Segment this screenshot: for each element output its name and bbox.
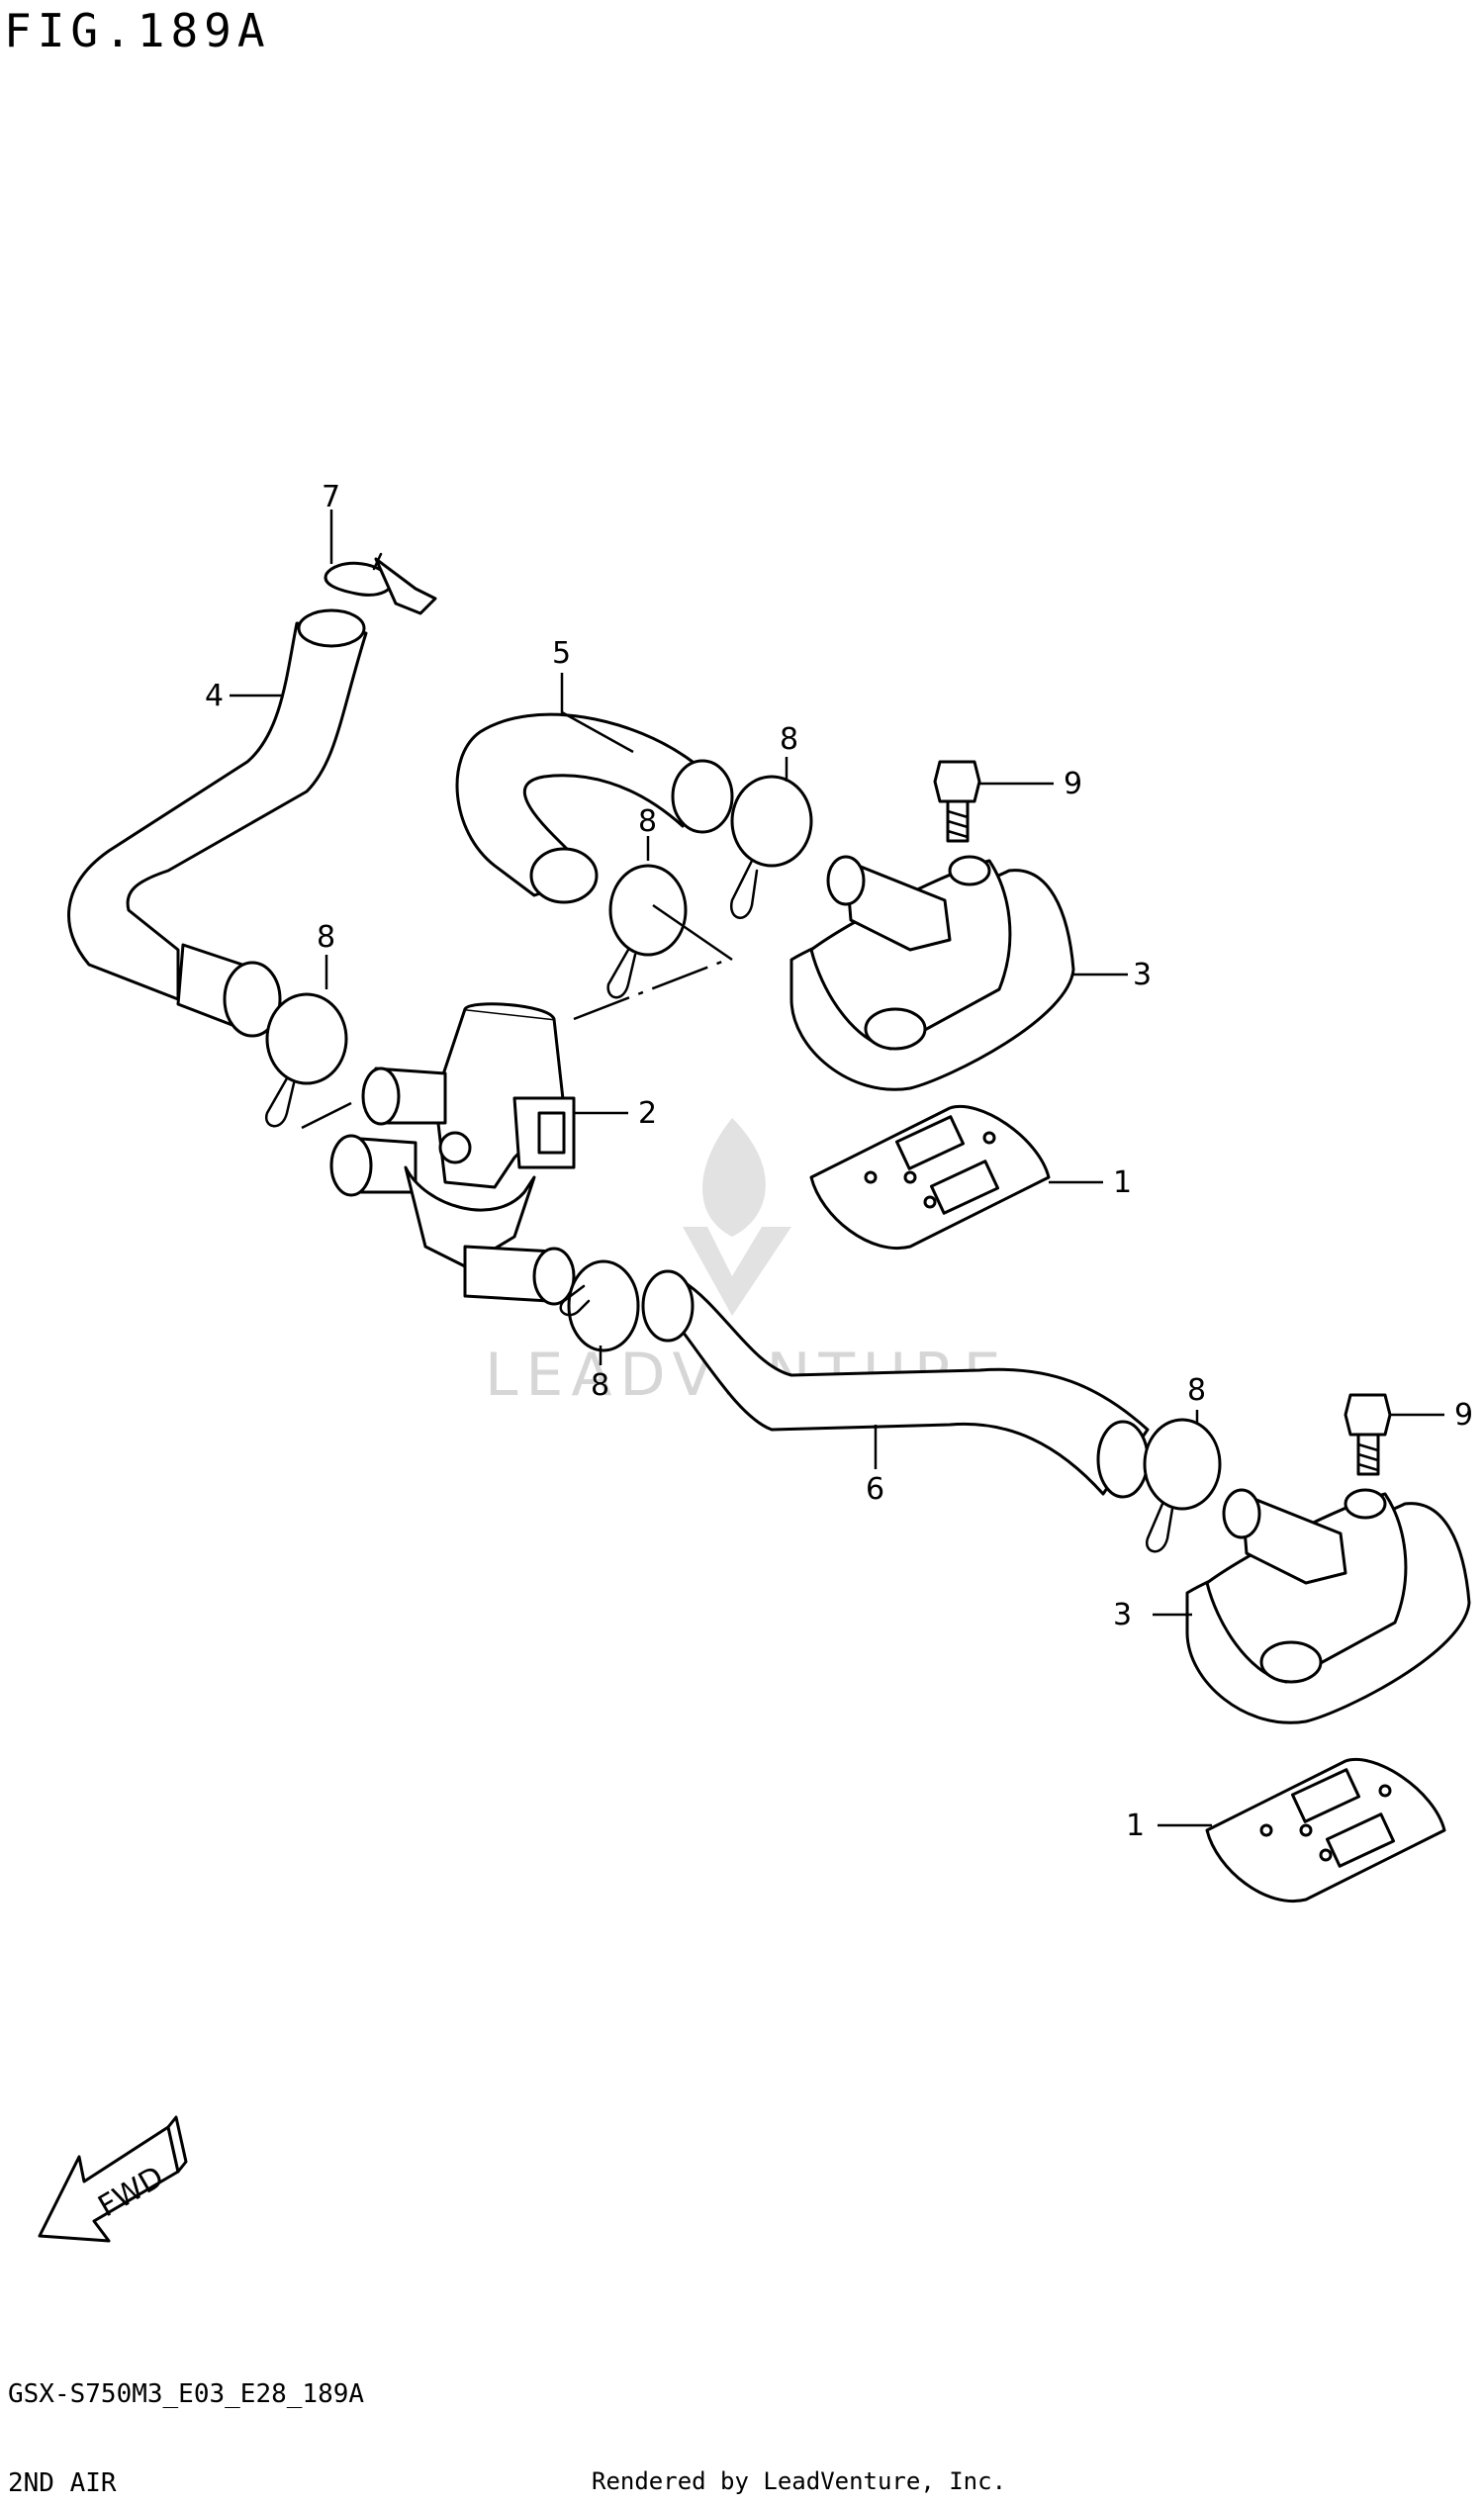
model-code: GSX-S750M3_E03_E28_189A bbox=[8, 2379, 365, 2409]
callout-8-d: 8 bbox=[591, 1368, 609, 1403]
bolt-part-9-upper[interactable] bbox=[933, 760, 981, 843]
figure-title: FIG.189A bbox=[4, 4, 271, 57]
reed-cover-part-3-upper[interactable] bbox=[789, 855, 1075, 1091]
callout-8-e: 8 bbox=[1187, 1373, 1206, 1408]
clamp-part-8-e[interactable] bbox=[1143, 1418, 1222, 1553]
gasket-part-1-upper[interactable] bbox=[809, 1105, 1051, 1250]
callout-1-upper: 1 bbox=[1113, 1165, 1132, 1200]
callout-2: 2 bbox=[638, 1096, 657, 1131]
callout-8-a: 8 bbox=[780, 722, 798, 757]
assembly-line-a bbox=[573, 958, 728, 1021]
callout-6: 6 bbox=[866, 1472, 884, 1507]
gasket-part-1-lower[interactable] bbox=[1205, 1758, 1446, 1903]
clamp-part-8-b[interactable] bbox=[606, 864, 688, 999]
clip-part-7[interactable] bbox=[324, 552, 437, 615]
valve-part-2[interactable] bbox=[329, 1002, 576, 1306]
callout-7: 7 bbox=[322, 480, 340, 514]
leader-lines bbox=[230, 510, 1444, 1827]
fwd-arrow-icon: FWD bbox=[38, 2115, 188, 2243]
render-credit: Rendered by LeadVenture, Inc. bbox=[592, 2467, 1007, 2495]
callout-3-lower: 3 bbox=[1113, 1598, 1132, 1632]
hose-part-4[interactable] bbox=[67, 608, 368, 1038]
callout-3-upper: 3 bbox=[1133, 958, 1152, 992]
callout-8-b: 8 bbox=[638, 804, 657, 839]
clamp-part-8-c[interactable] bbox=[264, 992, 348, 1128]
bolt-part-9-lower[interactable] bbox=[1344, 1393, 1392, 1476]
callout-4: 4 bbox=[205, 679, 224, 713]
callout-9-upper: 9 bbox=[1064, 767, 1082, 801]
hose-part-6[interactable] bbox=[641, 1269, 1150, 1499]
clamp-part-8-d[interactable] bbox=[559, 1259, 640, 1352]
section-name: 2ND AIR bbox=[8, 2468, 117, 2498]
callout-9-lower: 9 bbox=[1454, 1398, 1473, 1433]
callout-8-c: 8 bbox=[317, 920, 335, 955]
hose-part-5[interactable] bbox=[455, 712, 734, 904]
assembly-line-c bbox=[301, 1101, 352, 1130]
reed-cover-part-3-lower[interactable] bbox=[1185, 1488, 1471, 1724]
callout-5: 5 bbox=[552, 636, 571, 671]
assembly-line-b bbox=[652, 903, 733, 962]
clamp-part-8-a[interactable] bbox=[729, 775, 813, 919]
callout-1-lower: 1 bbox=[1126, 1809, 1145, 1843]
